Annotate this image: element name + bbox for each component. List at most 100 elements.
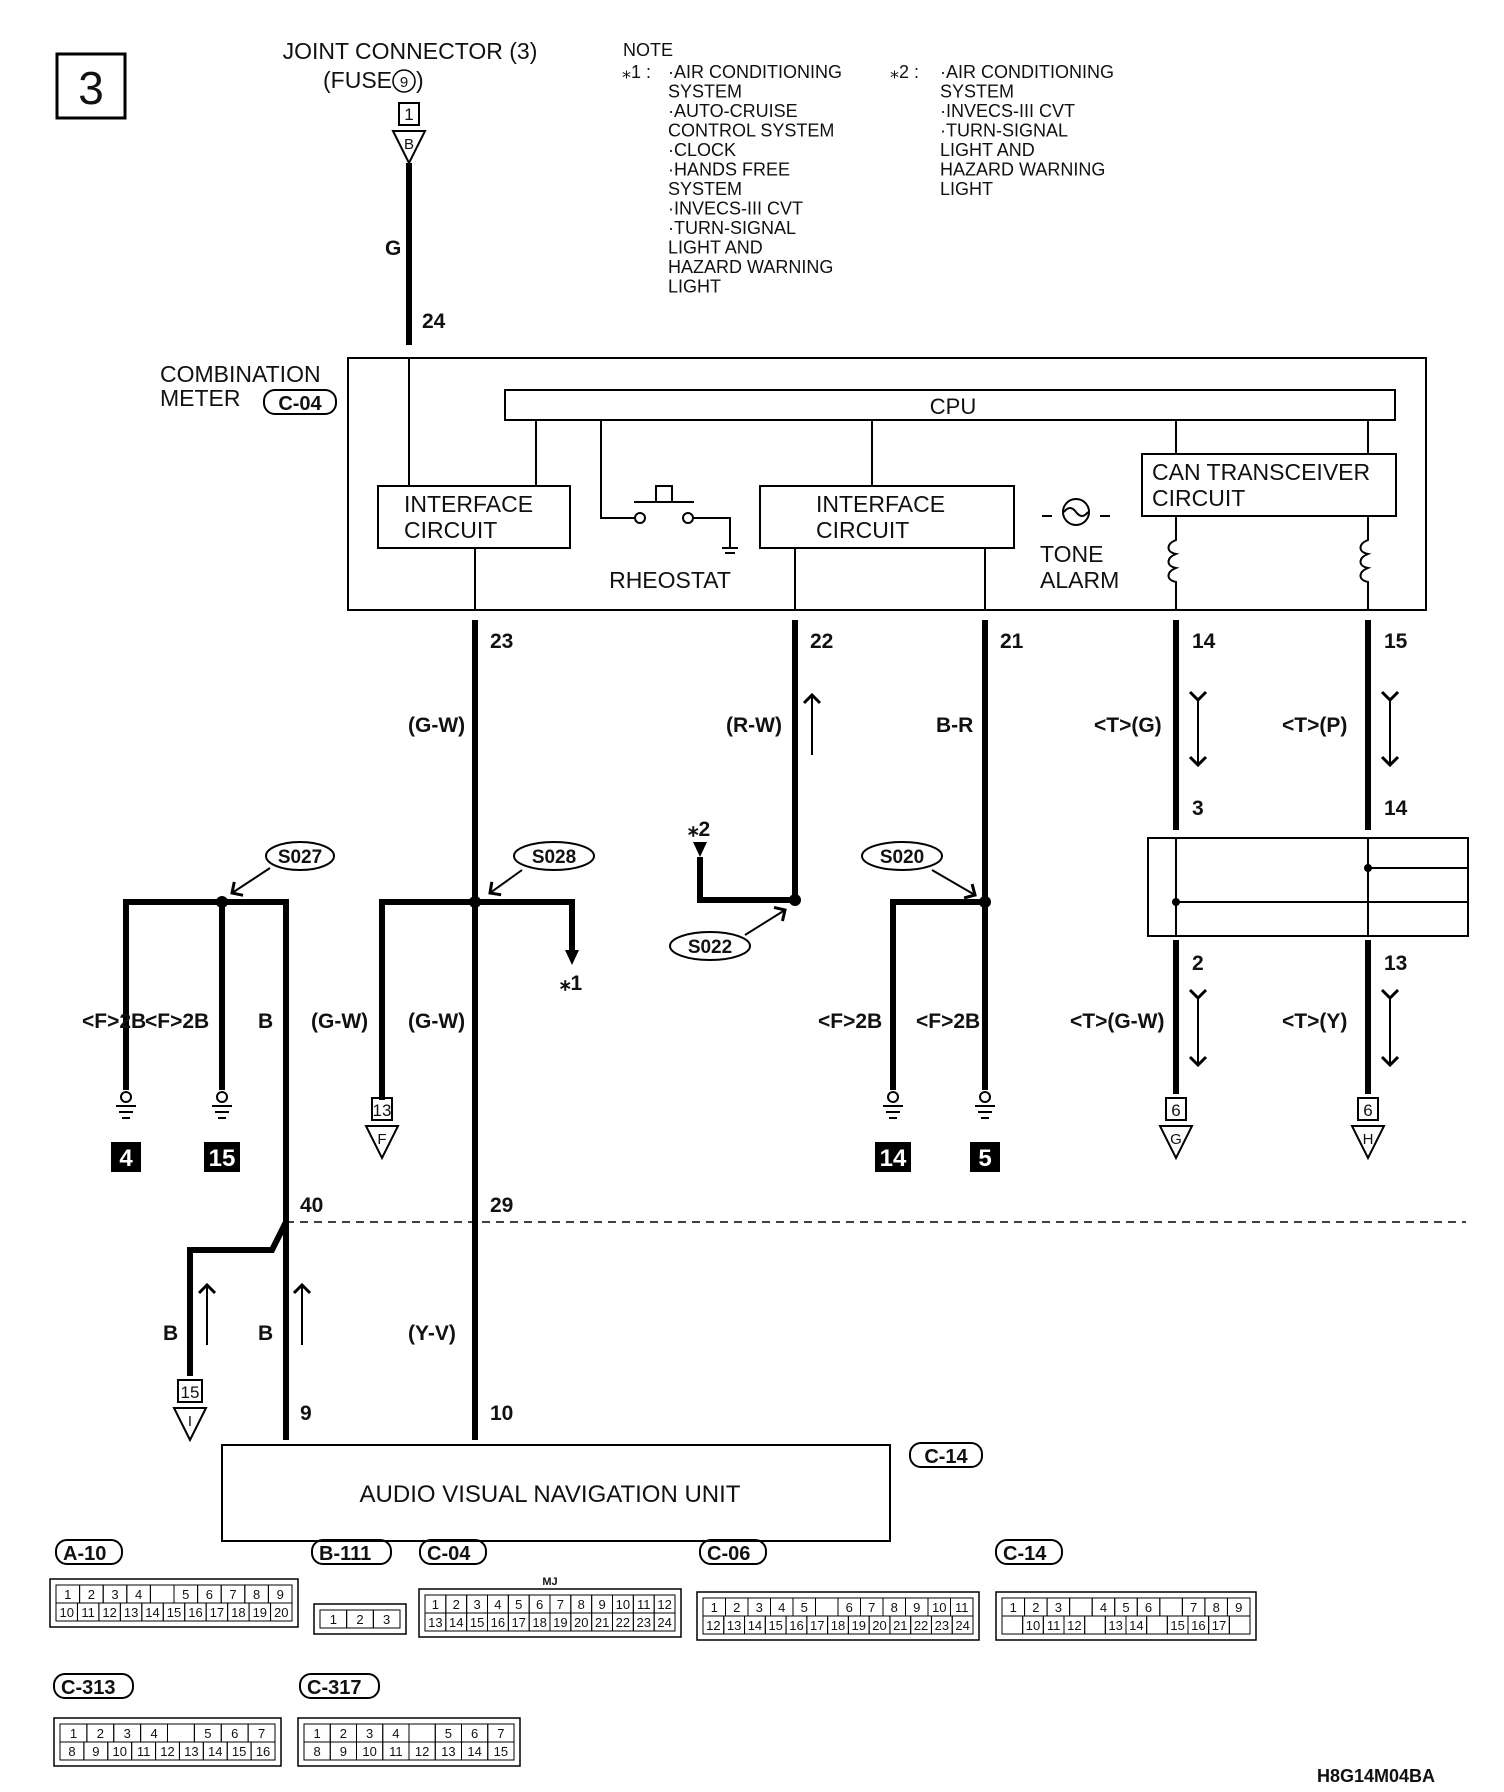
pin-j13: 13 xyxy=(1384,952,1407,975)
wire-label-b3: B xyxy=(258,1322,273,1345)
pin-number: 1 xyxy=(314,1726,321,1741)
connector-housing xyxy=(297,1717,521,1767)
connector-id-badge xyxy=(55,1539,123,1565)
pin-cell xyxy=(1001,1615,1024,1635)
connector-id: C-14 xyxy=(1003,1543,1047,1565)
pin-number: 23 xyxy=(935,1618,949,1633)
tone-alarm-label-2: ALARM xyxy=(1040,567,1119,593)
pin-number: 8 xyxy=(253,1587,260,1602)
pin-number: 9 xyxy=(277,1587,284,1602)
s020-node xyxy=(979,896,991,908)
pin-number: 16 xyxy=(256,1744,270,1759)
pin-number: 2 xyxy=(97,1726,104,1741)
pin-number: 6 xyxy=(231,1726,238,1741)
note-star1-key: ⁎1 : xyxy=(622,62,651,82)
pin-number: 11 xyxy=(955,1600,969,1615)
pin-number: 19 xyxy=(253,1605,267,1620)
note-line: ·AIR CONDITIONING xyxy=(940,62,1114,82)
pin-number: 8 xyxy=(314,1744,321,1759)
note-line: SYSTEM xyxy=(668,82,742,102)
pin-number: 17 xyxy=(810,1618,824,1633)
note-line: LIGHT AND xyxy=(940,140,1035,160)
page-number: 3 xyxy=(78,62,104,114)
avn-label: AUDIO VISUAL NAVIGATION UNIT xyxy=(360,1481,741,1508)
wire-label-ty: <T>(Y) xyxy=(1282,1010,1347,1033)
note-line: ·INVECS-III CVT xyxy=(668,199,803,219)
pin-number: 11 xyxy=(637,1597,651,1612)
wire-label-br: B-R xyxy=(936,714,973,737)
pin-number: 12 xyxy=(102,1605,116,1620)
wire-label-rw: (R-W) xyxy=(726,714,782,737)
meter-label: COMBINATION xyxy=(160,361,321,387)
pin-9: 9 xyxy=(300,1402,312,1425)
pin-number: 16 xyxy=(789,1618,803,1633)
joint-terminal: 1 xyxy=(404,105,413,124)
ref-g-arrow xyxy=(1158,1125,1194,1161)
pin-number: 4 xyxy=(150,1726,157,1741)
wire-label-yv: (Y-V) xyxy=(408,1322,456,1345)
pin-number: 3 xyxy=(124,1726,131,1741)
pin-number: 2 xyxy=(1032,1600,1039,1615)
pin-number: 18 xyxy=(831,1618,845,1633)
fuse-number: 9 xyxy=(400,74,408,91)
star2-label: ⁎2 xyxy=(688,818,710,841)
wire-s020 xyxy=(890,899,985,1090)
ref-h-arrow xyxy=(1350,1125,1386,1161)
pin-number: 8 xyxy=(578,1597,585,1612)
pin-number: 9 xyxy=(92,1744,99,1759)
pin-number: 10 xyxy=(616,1597,630,1612)
avn-connector: C-14 xyxy=(924,1446,968,1468)
cpu-label: CPU xyxy=(930,394,976,419)
wire-label-b1: B xyxy=(258,1010,273,1033)
wire-label-tgw: <T>(G-W) xyxy=(1070,1010,1165,1033)
svg-text:5: 5 xyxy=(978,1145,991,1172)
ref-i-number: 15 xyxy=(181,1383,200,1402)
joint-fuse-label: (FUSE xyxy=(323,67,392,93)
note-line: LIGHT xyxy=(668,277,721,297)
note-star2-key: ⁎2 : xyxy=(890,62,919,82)
pin-number: 2 xyxy=(356,1612,363,1627)
cpu-block xyxy=(504,389,1396,421)
pin-number: 18 xyxy=(532,1615,546,1630)
connector-id: C-313 xyxy=(61,1677,115,1699)
pin-number: 10 xyxy=(1026,1618,1040,1633)
splice-s028-badge xyxy=(513,841,595,871)
joint-terminal-box xyxy=(398,102,420,126)
pin-40: 40 xyxy=(300,1194,323,1217)
note-line: HAZARD WARNING xyxy=(940,160,1105,180)
wire-label-gw: (G-W) xyxy=(408,714,465,737)
pin-number: 10 xyxy=(932,1600,946,1615)
pin-cell xyxy=(951,1615,974,1635)
joint-internal-1 xyxy=(1175,838,1468,936)
pin-number: 15 xyxy=(167,1605,181,1620)
joint-arrow-letter: B xyxy=(404,136,414,153)
pin-number: 1 xyxy=(330,1612,337,1627)
svg-text:4: 4 xyxy=(119,1145,133,1172)
connector-id-badge xyxy=(699,1539,767,1565)
pin-number: 6 xyxy=(536,1597,543,1612)
interface-1-line2: CIRCUIT xyxy=(404,517,497,543)
pin-number: 3 xyxy=(473,1597,480,1612)
note-line: ·CLOCK xyxy=(668,140,736,160)
pin-cell xyxy=(270,1602,293,1622)
wire-label-b2: B xyxy=(163,1322,178,1345)
can-line1: CAN TRANSCEIVER xyxy=(1152,459,1370,485)
pin-number: 4 xyxy=(494,1597,501,1612)
pin-number: 24 xyxy=(657,1615,671,1630)
pin-j3: 3 xyxy=(1192,797,1204,820)
pin-number: 8 xyxy=(891,1600,898,1615)
pin-number: 13 xyxy=(124,1605,138,1620)
wire-b-ref-i xyxy=(187,1220,289,1376)
pin-number: 13 xyxy=(727,1618,741,1633)
pin-number: 14 xyxy=(145,1605,159,1620)
note-line: ·INVECS-III CVT xyxy=(940,101,1075,121)
connector-id: C-06 xyxy=(707,1543,750,1565)
connector-id-badge xyxy=(53,1673,134,1699)
tone-alarm-label: TONE xyxy=(1040,541,1103,567)
pin-number: 14 xyxy=(449,1615,463,1630)
